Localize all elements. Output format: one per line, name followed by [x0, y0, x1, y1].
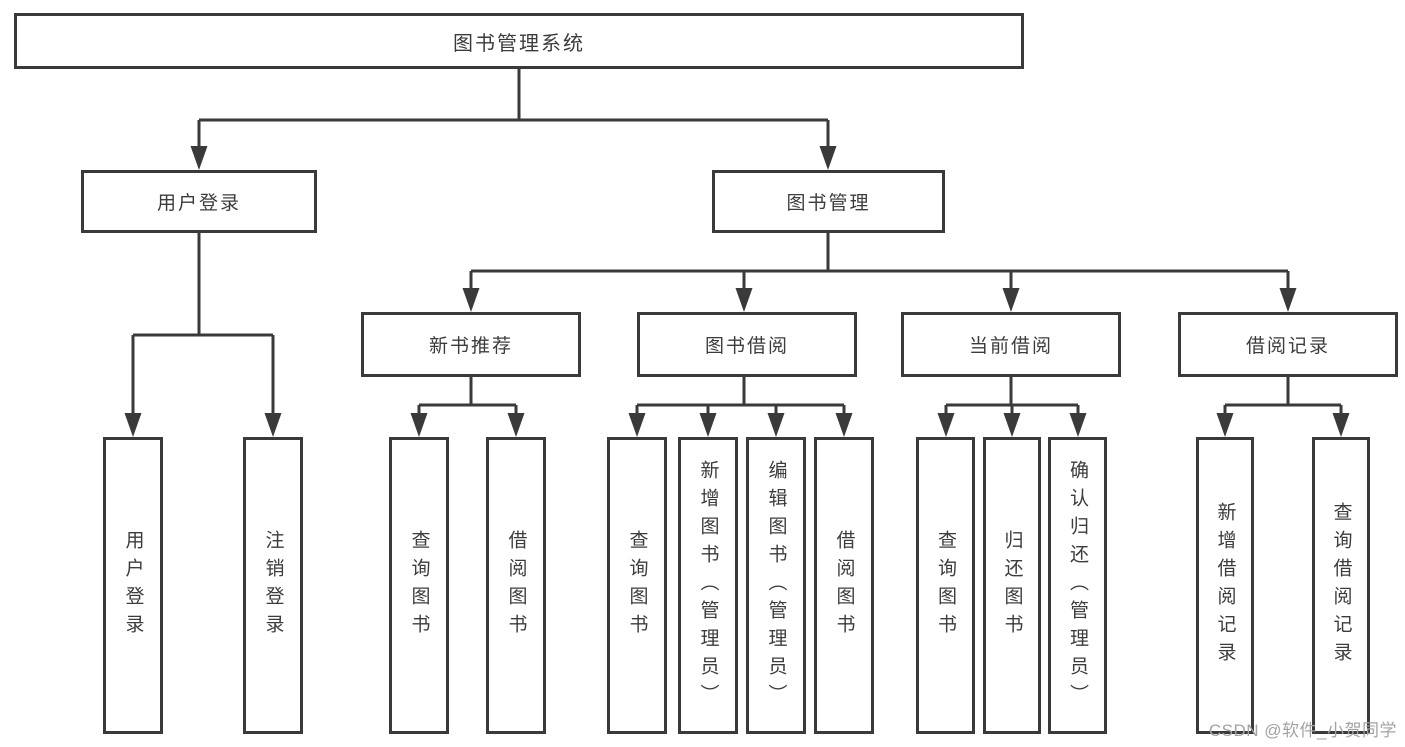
arrowhead: [767, 413, 785, 437]
connector-book-management-children: [462, 233, 1297, 312]
node-new-book-recommend-label: 新书推荐: [428, 336, 513, 357]
node-root: 图书管理系统: [14, 13, 1024, 69]
leaf-confirm-return-admin: 确认归还（管理员）: [1048, 437, 1107, 734]
arrowhead: [819, 146, 837, 170]
connector-current-borrowing-children: [937, 377, 1087, 437]
leaf-borrow-book-recommend: 借阅图书: [486, 437, 546, 734]
leaf-add-book-admin: 新增图书（管理员）: [678, 437, 738, 734]
connector-user-login-children: [124, 233, 282, 437]
leaf-query-book-borrowing-label: 查询图书: [626, 529, 648, 642]
arrowhead: [835, 413, 853, 437]
arrowhead: [507, 413, 525, 437]
node-borrowing-records-label: 借阅记录: [1245, 336, 1330, 357]
node-current-borrowing: 当前借阅: [901, 312, 1121, 377]
arrowhead: [462, 288, 480, 312]
leaf-borrow-book-borrowing-label: 借阅图书: [833, 529, 855, 642]
node-book-management-label: 图书管理: [786, 193, 871, 214]
leaf-add-borrow-record-label: 新增借阅记录: [1214, 501, 1236, 670]
leaf-user-login: 用户登录: [103, 437, 163, 734]
arrowhead: [190, 146, 208, 170]
leaf-query-book-recommend-label: 查询图书: [408, 529, 430, 642]
node-book-borrowing-label: 图书借阅: [704, 336, 789, 357]
arrowhead: [410, 413, 428, 437]
leaf-edit-book-admin: 编辑图书（管理员）: [746, 437, 806, 734]
connector-new-book-children: [410, 377, 525, 437]
arrowhead: [1216, 413, 1234, 437]
node-current-borrowing-label: 当前借阅: [968, 336, 1053, 357]
arrowhead: [1332, 413, 1350, 437]
node-book-borrowing: 图书借阅: [637, 312, 857, 377]
leaf-logout: 注销登录: [243, 437, 303, 734]
connector-borrowing-records-children: [1216, 377, 1350, 437]
arrowhead: [1003, 413, 1021, 437]
leaf-borrow-book-borrowing: 借阅图书: [814, 437, 874, 734]
leaf-logout-label: 注销登录: [262, 529, 284, 642]
leaf-add-borrow-record: 新增借阅记录: [1196, 437, 1254, 734]
node-new-book-recommend: 新书推荐: [361, 312, 581, 377]
node-borrowing-records: 借阅记录: [1178, 312, 1398, 377]
leaf-add-book-admin-label: 新增图书（管理员）: [697, 459, 719, 712]
node-user-login: 用户登录: [81, 170, 317, 233]
leaf-return-book-label: 归还图书: [1001, 529, 1023, 642]
node-user-login-label: 用户登录: [156, 193, 241, 214]
arrowhead: [628, 413, 646, 437]
arrowhead: [735, 288, 753, 312]
leaf-confirm-return-admin-label: 确认归还（管理员）: [1067, 459, 1088, 712]
watermark: CSDN @软件_小贺同学: [1208, 721, 1397, 740]
arrowhead: [937, 413, 955, 437]
node-root-label: 图书管理系统: [453, 32, 585, 55]
arrowhead: [1279, 288, 1297, 312]
arrowhead: [124, 413, 142, 437]
leaf-borrow-book-recommend-label: 借阅图书: [505, 529, 527, 642]
arrowhead: [699, 413, 717, 437]
leaf-query-book-current: 查询图书: [916, 437, 975, 734]
leaf-user-login-label: 用户登录: [122, 529, 144, 642]
arrowhead: [1069, 413, 1087, 437]
connector-book-borrowing-children: [628, 377, 853, 437]
arrowhead: [1002, 288, 1020, 312]
leaf-edit-book-admin-label: 编辑图书（管理员）: [765, 459, 787, 712]
leaf-query-borrow-record: 查询借阅记录: [1312, 437, 1370, 734]
leaf-query-book-recommend: 查询图书: [389, 437, 449, 734]
leaf-return-book: 归还图书: [983, 437, 1041, 734]
arrowhead: [264, 413, 282, 437]
leaf-query-borrow-record-label: 查询借阅记录: [1330, 501, 1352, 670]
leaf-query-book-current-label: 查询图书: [935, 529, 956, 642]
leaf-query-book-borrowing: 查询图书: [607, 437, 667, 734]
connector-root-to-level2: [190, 69, 837, 170]
node-book-management: 图书管理: [712, 170, 945, 233]
